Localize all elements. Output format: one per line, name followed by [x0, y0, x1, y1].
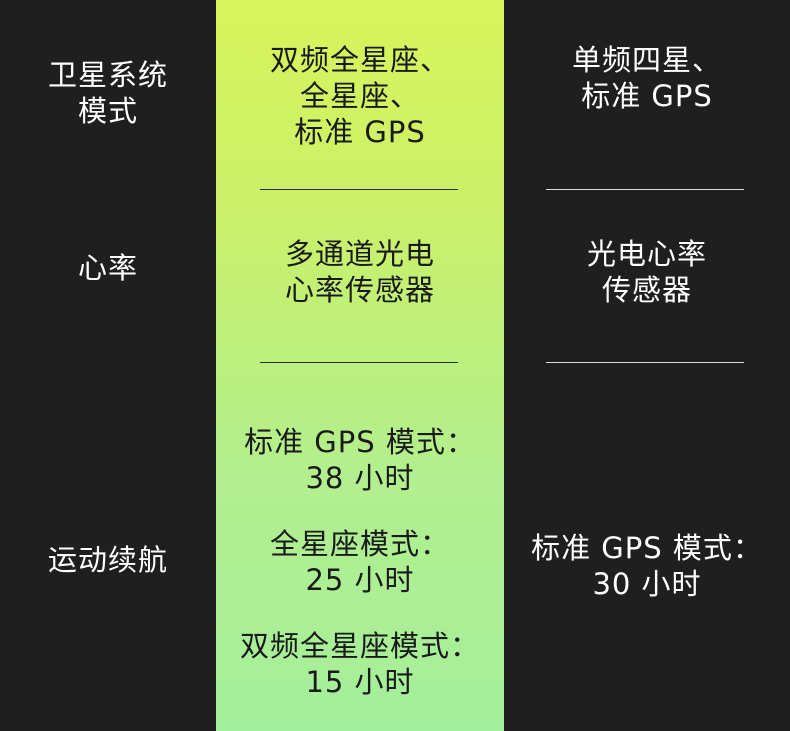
- cell-line: 全星座、: [299, 79, 420, 113]
- label-line: 模式: [77, 94, 138, 128]
- row-divider: [546, 362, 744, 363]
- row-divider: [260, 189, 458, 190]
- cell-line: 标准 GPS: [581, 79, 713, 113]
- highlight-cell-heart-rate: 多通道光电 心率传感器: [216, 234, 504, 310]
- cell-line: 标准 GPS: [294, 115, 426, 149]
- highlight-cell-battery: 标准 GPS 模式： 38 小时 全星座模式： 25 小时 双频全星座模式： 1…: [216, 416, 504, 708]
- cell-line: 双频全星座模式：: [239, 629, 480, 663]
- row-label-satellite: 卫星系统 模式: [0, 55, 216, 131]
- cell-line: 标准 GPS 模式：: [244, 425, 476, 459]
- compare-cell-heart-rate: 光电心率 传感器: [504, 234, 790, 310]
- compare-cell-satellite: 单频四星、 标准 GPS: [504, 40, 790, 116]
- highlight-column: [216, 0, 504, 731]
- cell-line: 单频四星、: [571, 43, 722, 77]
- cell-line: 38 小时: [305, 461, 415, 495]
- cell-line: 全星座模式：: [269, 527, 450, 561]
- cell-line: 传感器: [601, 273, 692, 307]
- label-line: 运动续航: [47, 543, 168, 577]
- row-label-battery: 运动续航: [0, 540, 216, 580]
- cell-line: 15 小时: [305, 665, 415, 699]
- compare-cell-battery: 标准 GPS 模式： 30 小时: [504, 528, 790, 604]
- label-line: 卫星系统: [47, 58, 168, 92]
- cell-line: 30 小时: [592, 567, 702, 601]
- cell-line: 25 小时: [305, 563, 415, 597]
- row-label-heart-rate: 心率: [0, 248, 216, 288]
- cell-line: 心率传感器: [284, 273, 435, 307]
- cell-line: 光电心率: [586, 237, 707, 271]
- row-divider: [260, 362, 458, 363]
- label-line: 心率: [77, 251, 138, 285]
- cell-line: 标准 GPS 模式：: [531, 531, 763, 565]
- cell-line: 双频全星座、: [269, 43, 450, 77]
- cell-line: 多通道光电: [284, 237, 435, 271]
- highlight-cell-satellite: 双频全星座、 全星座、 标准 GPS: [216, 40, 504, 152]
- row-divider: [546, 189, 744, 190]
